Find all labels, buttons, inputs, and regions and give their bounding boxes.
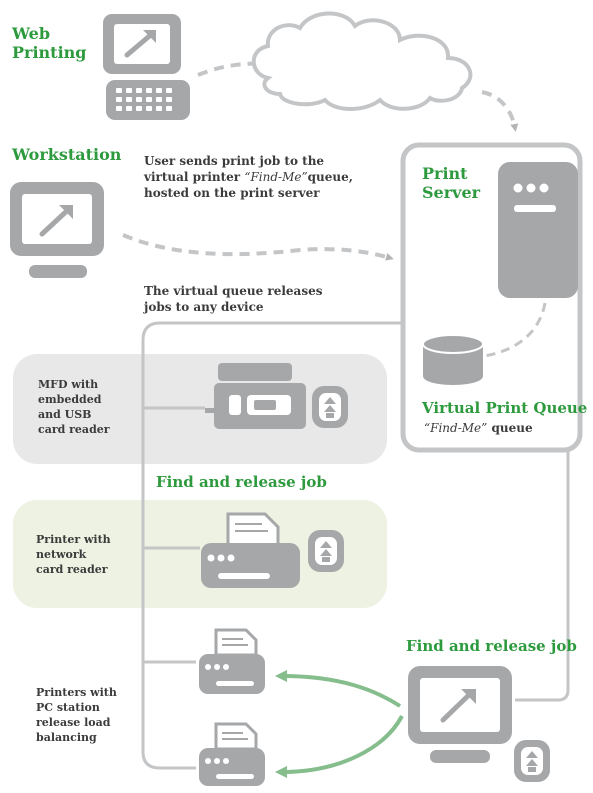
desc-text: virtual printer: [144, 170, 245, 184]
queue-word: queue: [487, 421, 533, 435]
desc-line: virtual printer “Find-Me”queue,: [144, 169, 353, 185]
find-me-queue-label: “Find-Me” queue: [424, 420, 533, 436]
find-release-label: Find and release job: [406, 637, 577, 655]
web-printing-line: Web: [12, 24, 51, 43]
release-station-monitor-icon: [408, 666, 512, 763]
device-line: card reader: [38, 423, 110, 436]
device-line: and USB: [38, 408, 92, 421]
server-tower-icon: [498, 162, 578, 298]
device-line: network: [36, 548, 87, 561]
virtual-print-queue-label: Virtual Print Queue: [422, 399, 588, 417]
web-to-cloud-arrow: [197, 60, 269, 77]
desc-line: hosted on the print server: [144, 186, 320, 200]
device-line: PC station: [36, 701, 100, 714]
print-server-label: Print Server: [422, 164, 480, 202]
mfd-icon: [205, 363, 306, 429]
card-reader-icon: [312, 386, 348, 428]
web-printing-line: Printing: [12, 43, 87, 62]
desc-text: queue,: [307, 170, 353, 184]
device-line: Printers with: [36, 686, 117, 699]
pc-station-description: Printers with PC station release load ba…: [36, 685, 117, 745]
device-line: embedded: [38, 393, 102, 406]
connector-lines: [141, 321, 570, 770]
release-arrow-upper: [275, 670, 402, 708]
find-release-label: Find and release job: [156, 473, 327, 491]
printer-icon: [199, 628, 265, 694]
find-me-italic: “Find-Me”: [424, 421, 488, 435]
cloud-to-server-arrow: [481, 90, 519, 132]
network-printer-description: Printer with network card reader: [36, 532, 111, 577]
web-printing-label: Web Printing: [12, 24, 86, 62]
web-computer-icon: [103, 14, 190, 120]
device-line: MFD with: [38, 378, 99, 391]
print-server-frame: [400, 142, 583, 453]
cloud-icon: [251, 11, 473, 111]
device-line: release load: [36, 716, 111, 729]
server-to-db-dashed: [483, 302, 547, 358]
card-reader-icon: [308, 530, 344, 572]
release-arrow-lower: [275, 715, 404, 778]
device-line: balancing: [36, 731, 97, 744]
mfd-description: MFD with embedded and USB card reader: [38, 377, 110, 437]
workstation-label: Workstation: [12, 145, 122, 164]
printer-icon: [199, 722, 265, 786]
print-server-line: Print: [422, 164, 468, 183]
workstation-monitor-icon: [10, 182, 104, 278]
device-line: Printer with: [36, 533, 111, 546]
workstation-to-server-arrow: [122, 233, 394, 261]
device-line: card reader: [36, 563, 108, 576]
card-reader-icon: [514, 740, 550, 782]
database-icon: [422, 334, 484, 385]
network-printer-icon: [201, 512, 300, 588]
virtual-releases-description: The virtual queue releases jobs to any d…: [144, 283, 322, 315]
find-me-italic: “Find-Me”: [244, 170, 308, 184]
desc-line: The virtual queue releases: [144, 284, 323, 298]
desc-line: User sends print job to the: [144, 154, 325, 168]
desc-line: jobs to any device: [144, 300, 264, 314]
user-sends-description: User sends print job to the virtual prin…: [144, 153, 353, 201]
print-server-line: Server: [422, 183, 481, 202]
